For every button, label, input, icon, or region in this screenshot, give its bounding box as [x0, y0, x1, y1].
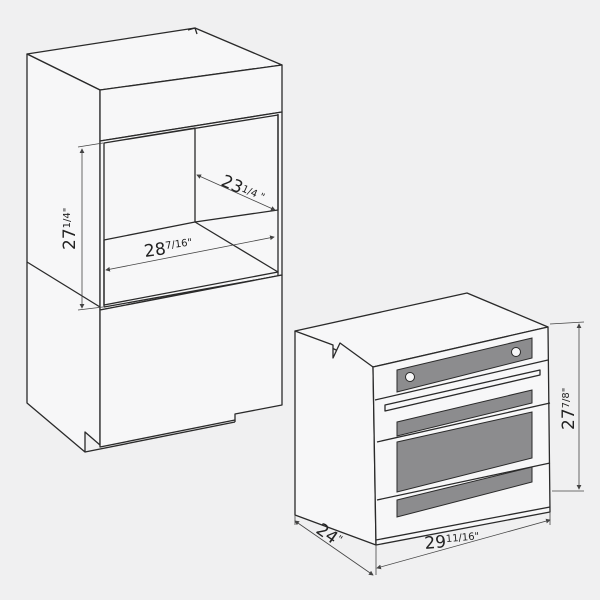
control-panel	[396, 337, 533, 393]
cabinet-height-label: 271/4"	[60, 208, 80, 250]
cabinet-left-side	[26, 53, 101, 453]
oven-left-side	[294, 330, 377, 546]
oven-height-dimension: 277/8"	[549, 321, 585, 492]
oven-height-label: 277/8"	[559, 388, 579, 430]
window-bottom	[396, 466, 533, 518]
cabinet-height-dimension: 271/4"	[60, 142, 104, 311]
knob-left[interactable]	[405, 372, 415, 382]
window-top	[396, 389, 533, 437]
oven	[294, 292, 551, 546]
cabinet-width-dimension: 287/16"	[105, 235, 275, 272]
cabinet-lower-panel	[99, 274, 283, 448]
cabinet-width-label: 287/16"	[143, 235, 194, 262]
oven-width-label: 2911/16"	[424, 529, 481, 554]
door-handle[interactable]	[384, 369, 541, 412]
oven-width-dimension: 2911/16"	[375, 512, 551, 575]
knob-right[interactable]	[511, 347, 521, 357]
window-main	[396, 411, 533, 493]
